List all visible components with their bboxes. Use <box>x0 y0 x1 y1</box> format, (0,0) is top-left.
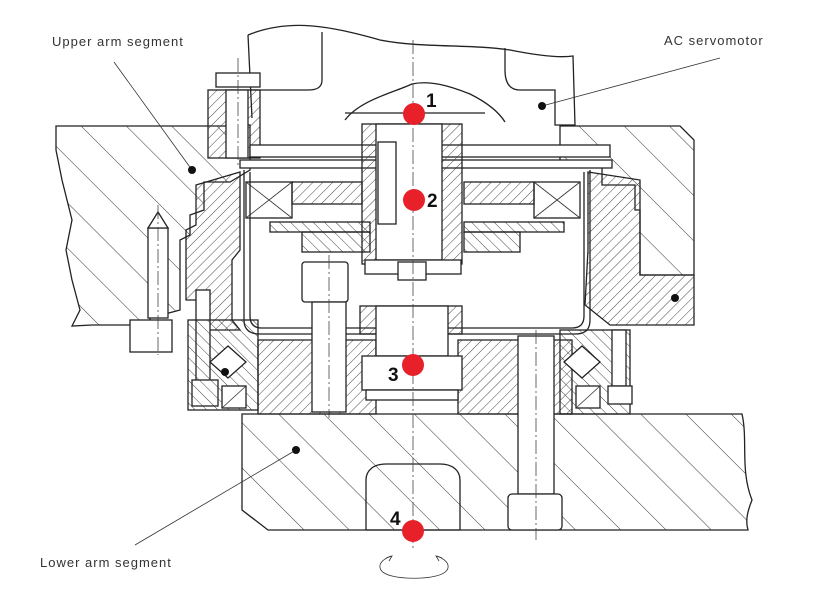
leader-upper-arm <box>113 61 196 174</box>
marker-number: 4 <box>390 509 401 530</box>
motor-bearing-right <box>533 181 581 219</box>
marker-dot <box>402 520 424 542</box>
marker-4: 4 <box>390 509 424 542</box>
lower-bolt-left <box>301 255 349 418</box>
marker-number: 2 <box>427 191 438 212</box>
crossed-roller-bearing-left <box>187 319 259 411</box>
leader-ac-servomotor <box>538 57 721 110</box>
marker-dot <box>402 354 424 376</box>
label-ac-servomotor: AC servomotor <box>664 33 764 48</box>
marker-dot <box>403 189 425 211</box>
crossed-roller-bearing-right <box>559 329 633 415</box>
marker-number: 3 <box>388 365 399 386</box>
marker-dot <box>403 103 425 125</box>
leader-dot-bearing <box>221 368 229 376</box>
marker-3: 3 <box>388 354 424 386</box>
leader-lower-arm <box>134 446 300 546</box>
rotor-parts <box>269 181 565 253</box>
marker-1: 1 <box>403 91 437 125</box>
marker-number: 1 <box>426 91 437 112</box>
label-lower-arm-segment: Lower arm segment <box>40 555 172 570</box>
leader-dot-right-housing <box>671 294 679 302</box>
marker-2: 2 <box>403 189 438 212</box>
label-upper-arm-segment: Upper arm segment <box>52 34 184 49</box>
lower-arm-segment-part <box>241 330 753 540</box>
rotation-arrow-icon <box>379 555 449 579</box>
motor-bearing-left <box>245 181 293 219</box>
